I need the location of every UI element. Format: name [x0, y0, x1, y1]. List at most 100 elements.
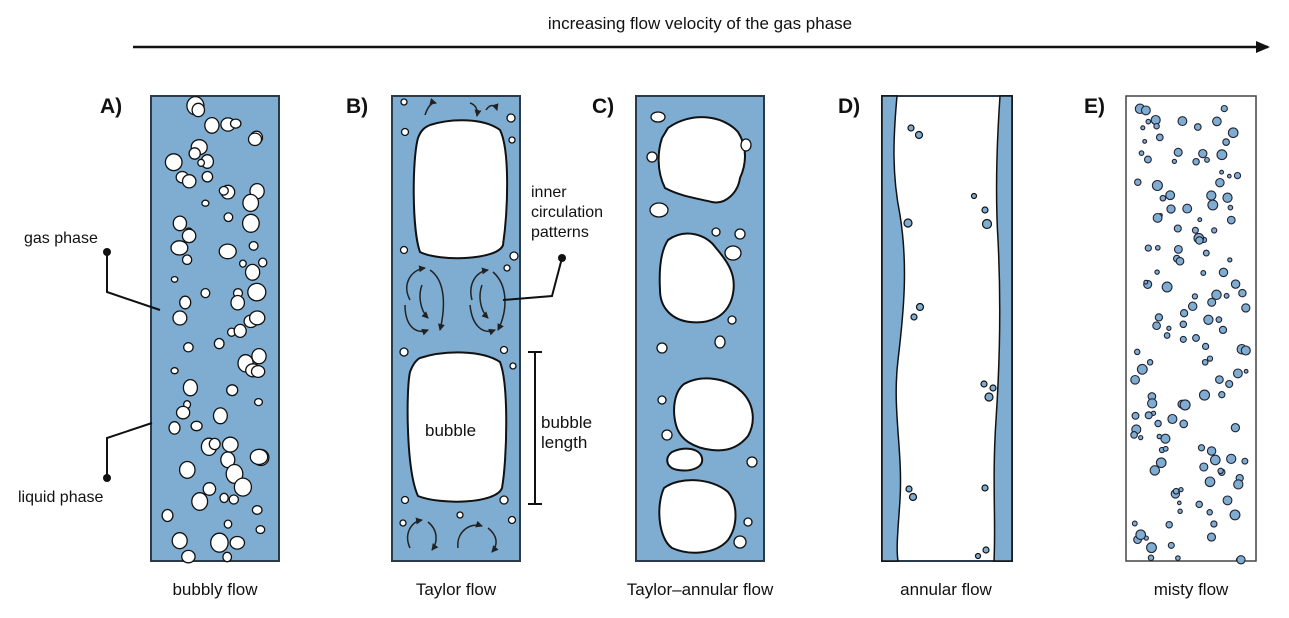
- mist-droplet: [1146, 542, 1157, 554]
- mist-droplet: [1130, 431, 1138, 439]
- mist-droplet: [1206, 509, 1213, 516]
- liquid-droplet: [981, 206, 989, 214]
- mist-droplet: [1167, 541, 1175, 549]
- liquid-droplet: [914, 130, 924, 140]
- gas-bubble: [218, 243, 237, 260]
- gas-bubble: [170, 367, 179, 375]
- gas-bubble: [247, 132, 263, 147]
- annular-bubble-3: [673, 377, 754, 452]
- panel-label-e: E): [1084, 95, 1105, 118]
- gas-bubble: [188, 147, 201, 160]
- gas-bubble: [202, 482, 217, 496]
- mist-droplet: [1209, 454, 1221, 466]
- mist-droplet: [1154, 269, 1160, 275]
- small-bubble: [743, 517, 753, 527]
- gas-bubble: [208, 437, 221, 451]
- mist-droplet: [1149, 465, 1161, 476]
- small-bubble: [400, 98, 408, 106]
- mist-droplet: [1202, 249, 1210, 257]
- gas-bubble: [251, 505, 263, 515]
- mist-droplet: [1243, 368, 1249, 374]
- mist-droplet: [1198, 389, 1211, 401]
- panel-e-misty-flow: [1125, 95, 1257, 565]
- mist-droplet: [1233, 171, 1242, 180]
- panel-c-taylor-annular-flow: [635, 95, 765, 562]
- mist-droplet: [1232, 368, 1243, 379]
- mist-droplet: [1178, 486, 1184, 493]
- gas-bubble: [230, 294, 246, 311]
- liquid-droplet: [980, 380, 988, 388]
- mist-droplet: [1130, 374, 1140, 385]
- small-bubble: [646, 151, 658, 163]
- mist-droplet: [1152, 321, 1161, 331]
- gas-bubble: [168, 421, 181, 435]
- liquid-phase-label: liquid phase: [18, 489, 104, 506]
- mist-droplet: [1212, 116, 1222, 127]
- mist-droplet: [1135, 529, 1147, 541]
- mist-droplet: [1200, 270, 1207, 276]
- liquid-droplet: [907, 124, 915, 132]
- annotation-lines: [106, 252, 563, 505]
- panel-label-c: C): [592, 95, 615, 118]
- mist-droplet: [1227, 257, 1233, 263]
- mist-droplet: [1179, 309, 1189, 318]
- gas-bubble: [181, 228, 197, 244]
- mist-droplet: [1211, 227, 1218, 234]
- small-bubble: [499, 345, 509, 355]
- mist-droplet: [1175, 555, 1181, 561]
- mist-droplet: [1219, 169, 1225, 175]
- caption-misty-flow: misty flow: [1153, 580, 1229, 599]
- liquid-droplet: [903, 218, 913, 228]
- annular-bubble-2: [658, 232, 735, 324]
- mist-droplet: [1193, 123, 1202, 131]
- mist-droplet: [1140, 105, 1151, 116]
- mist-droplet: [1163, 332, 1171, 339]
- mist-droplet: [1195, 236, 1204, 245]
- liquid-film-right: [993, 95, 1013, 562]
- mist-droplet: [1140, 125, 1146, 131]
- small-bubble: [649, 202, 669, 218]
- gas-bubble: [161, 508, 174, 523]
- mist-droplet: [1230, 279, 1241, 289]
- mist-droplet: [1179, 320, 1188, 329]
- mist-droplet: [1191, 226, 1199, 234]
- small-bubble: [499, 495, 509, 505]
- small-bubble: [746, 456, 758, 468]
- mist-droplet: [1220, 104, 1228, 113]
- gas-bubble: [247, 282, 267, 302]
- mist-droplet: [1165, 190, 1176, 201]
- mist-droplet: [1218, 267, 1229, 278]
- bubble-length-label: bubble length: [541, 413, 593, 452]
- mist-droplet: [1229, 509, 1241, 521]
- mist-droplet: [1173, 147, 1183, 157]
- mist-droplet: [1182, 203, 1193, 214]
- gas-bubble: [253, 397, 264, 407]
- tube-e: [1125, 95, 1257, 562]
- mist-droplet: [1207, 297, 1217, 307]
- gas-bubble: [212, 407, 228, 425]
- mist-droplet: [1159, 194, 1167, 202]
- caption-taylor-annular-flow: Taylor–annular flow: [626, 580, 774, 599]
- mist-droplet: [1197, 444, 1206, 452]
- mist-droplet: [1241, 303, 1251, 313]
- mist-droplet: [1171, 158, 1178, 165]
- gas-bubble: [213, 337, 225, 350]
- mist-droplet: [1203, 314, 1214, 325]
- panel-b-taylor-flow: [391, 95, 521, 562]
- gas-bubble: [201, 170, 214, 183]
- annular-bubble-1: [657, 116, 746, 204]
- mist-droplet: [1218, 325, 1228, 335]
- mist-droplet: [1192, 157, 1200, 166]
- mist-droplet: [1195, 500, 1203, 509]
- inner-circulation-label: inner circulation patterns: [531, 184, 604, 241]
- mist-droplet: [1216, 149, 1228, 161]
- mist-droplet: [1206, 532, 1217, 542]
- gas-bubble: [226, 384, 239, 397]
- droplets-d: [903, 124, 997, 560]
- gas-phase-dot: [103, 248, 111, 256]
- mist-droplet: [1187, 301, 1198, 312]
- small-bubble: [507, 515, 517, 525]
- mist-droplet: [1147, 398, 1158, 409]
- mist-droplet: [1143, 155, 1152, 164]
- annular-bubble-5: [658, 479, 737, 554]
